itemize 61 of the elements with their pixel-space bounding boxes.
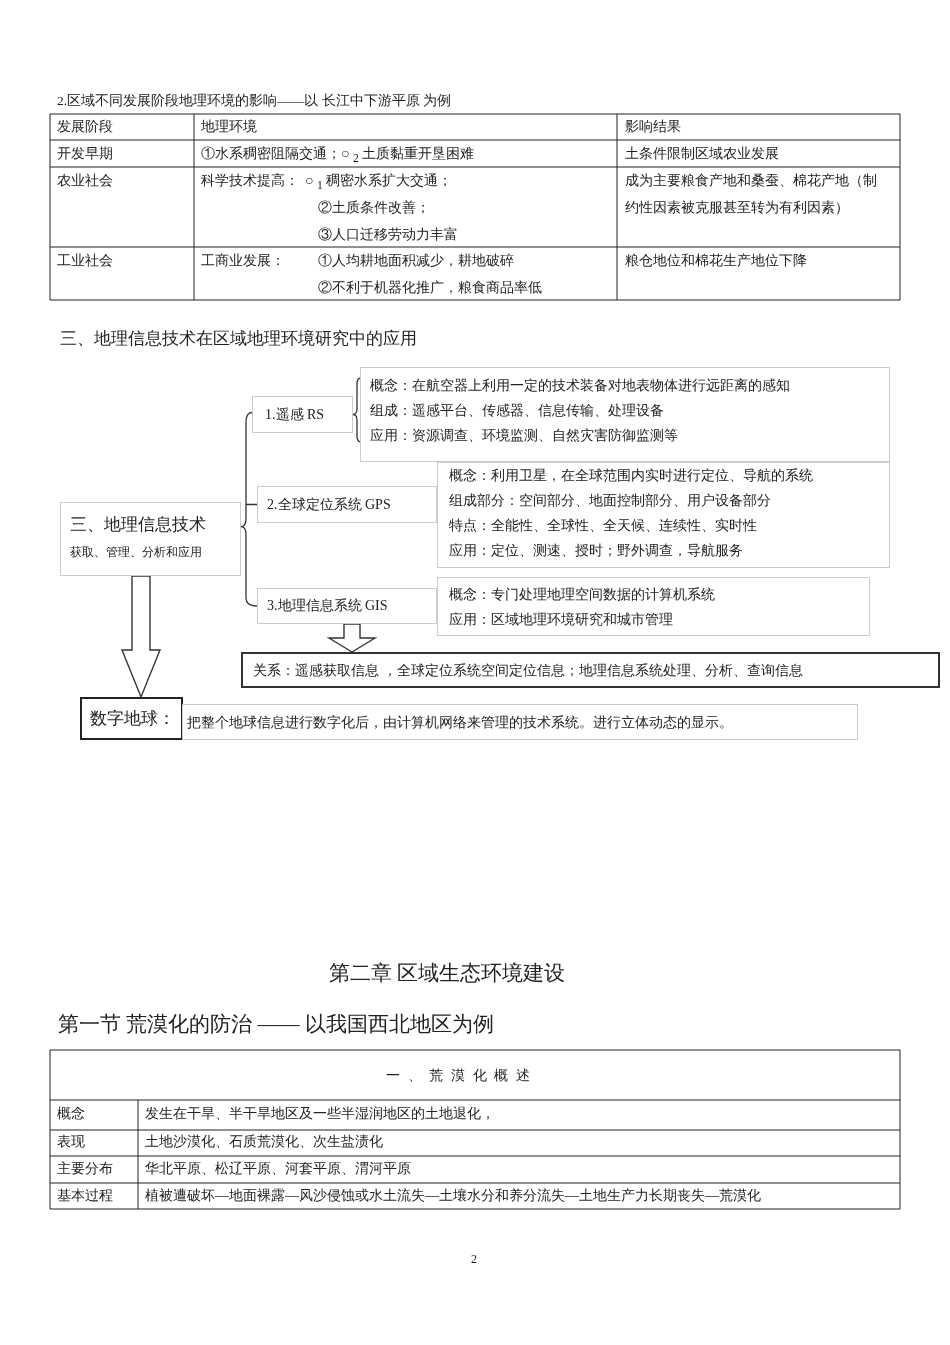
detail-line: 组成部分：空间部分、地面控制部分、用户设备部分 (449, 492, 772, 510)
table-text: 工商业发展： (201, 253, 285, 270)
detail-box (437, 462, 890, 568)
box-text: 3.地理信息系统 GIS (267, 597, 389, 615)
detail-line: 概念：利用卫星，在全球范围内实时进行定位、导航的系统 (449, 467, 814, 485)
definition-box (182, 704, 858, 740)
table-header-text: 发展阶段 (57, 119, 113, 136)
detail-line: 特点：全能性、全球性、全天候、连续性、实时性 (449, 517, 758, 535)
box-heading: 数字地球： (90, 708, 176, 730)
detail-line: 应用：资源调查、环境监测、自然灾害防御监测等 (370, 427, 679, 445)
heading-text: 2.区域不同发展阶段地理环境的影响——以 长江中下游平原 为例 (57, 93, 451, 110)
table-text: 科学技术提高： (201, 173, 299, 190)
table-text: 农业社会 (57, 173, 113, 190)
table-text: ①人均耕地面积减少，耕地破碎 (318, 253, 514, 270)
relation-box (241, 652, 940, 688)
topic-box (60, 502, 241, 576)
table-text: 发生在干旱、半干旱地区及一些半湿润地区的土地退化， (145, 1106, 495, 1123)
box-text: 1.遥感 RS (265, 406, 326, 424)
detail-line: 应用：区域地理环境研究和城市管理 (449, 611, 674, 629)
term-box (80, 697, 183, 740)
table-text: 表现 (57, 1134, 85, 1151)
table-text: 成为主要粮食产地和桑蚕、棉花产地（制约性因素被克服甚至转为有利因素） (625, 172, 878, 217)
table-text: 土地沙漠化、石质荒漠化、次生盐渍化 (145, 1134, 383, 1151)
detail-line: 概念：专门处理地理空间数据的计算机系统 (449, 586, 716, 604)
table-text: 粮仓地位和棉花生产地位下降 (625, 253, 807, 270)
detail-line: 概念：在航空器上利用一定的技术装备对地表物体进行远距离的感知 (370, 377, 791, 395)
block-arrow (326, 623, 378, 653)
table-text: 主要分布 (57, 1161, 113, 1178)
table-text: ③人口迁移劳动力丰富 (318, 227, 458, 244)
table-text: 概念 (57, 1106, 85, 1123)
block-arrow (120, 575, 162, 699)
detail-box (437, 577, 870, 636)
table-text: 土条件限制区域农业发展 (625, 146, 779, 163)
section-heading: 第一节 荒漠化的防治 —— 以我国西北地区为例 (58, 1012, 494, 1038)
box-text: 2.全球定位系统 GPS (267, 496, 392, 514)
table-text: ②不利于机器化推广，粮食商品率低 (318, 280, 542, 297)
table-header-text: 地理环境 (201, 119, 257, 136)
box-heading: 三、地理信息技术 (70, 514, 207, 536)
table-text: ②土质条件改善； (318, 200, 430, 217)
table-text: 植被遭破坏—地面裸露—风沙侵蚀或水土流失—土壤水分和养分流失—土地生产力长期丧失—荒漠化 (145, 1188, 761, 1205)
table-text: 工业社会 (57, 253, 113, 270)
chapter-heading: 第二章 区域生态环境建设 (329, 961, 566, 987)
table-text: ○ $_{1}$ 稠密水系扩大交通； (305, 173, 453, 193)
page-number: 2 (471, 1252, 477, 1267)
table-header-text: 影响结果 (625, 119, 681, 136)
detail-line: 应用：定位、测速、授时；野外调查，导航服务 (449, 542, 744, 560)
box-text: 关系：遥感获取信息 ，全球定位系统空间定位信息；地理信息系统处理、分析、查询信息 (253, 662, 804, 680)
box-text: 获取、管理、分析和应用 (70, 544, 203, 561)
box-text: 把整个地球信息进行数字化后，由计算机网络来管理的技术系统。进行立体动态的显示。 (187, 714, 734, 732)
detail-line: 组成：遥感平台、传感器、信息传输、处理设备 (370, 402, 665, 420)
table-text: 基本过程 (57, 1188, 113, 1205)
table-header-text: 一、荒漠化概述 (386, 1068, 538, 1085)
detail-box (360, 367, 890, 462)
section-heading: 三、地理信息技术在区域地理环境研究中的应用 (60, 329, 417, 349)
process-box (257, 486, 437, 523)
table-text: 开发早期 (57, 146, 113, 163)
table-text: 华北平原、松辽平原、河套平原、渭河平原 (145, 1161, 411, 1178)
brace (352, 377, 362, 443)
table-text: ①水系稠密阻隔交通；○ $_{2}$ 土质黏重开垦困难 (201, 146, 475, 166)
process-box (252, 396, 353, 433)
process-box (257, 588, 437, 624)
